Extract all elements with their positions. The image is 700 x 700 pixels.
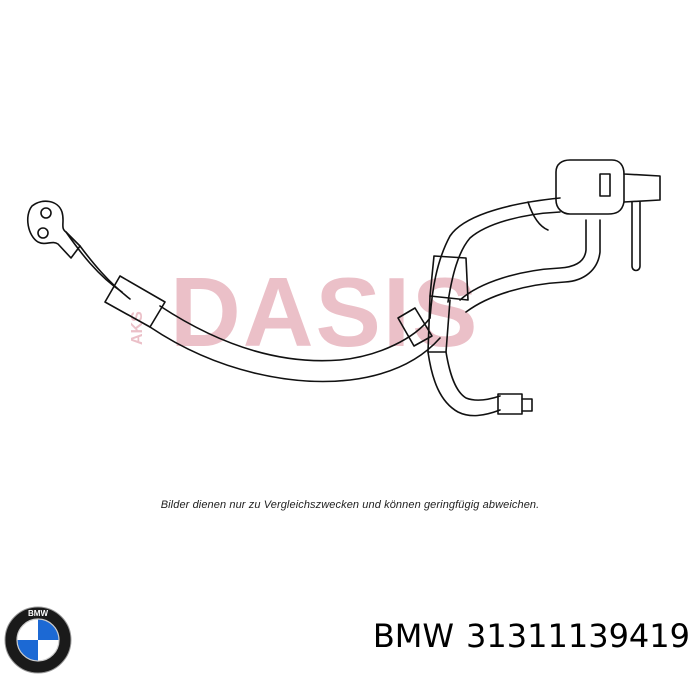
- pipe-fitting-icon: [427, 197, 561, 417]
- watermark-side-text: AKS: [129, 311, 146, 345]
- connector-block-icon: [555, 159, 661, 272]
- bmw-logo-letters: BMW: [28, 609, 48, 618]
- brand-name: BMW: [372, 617, 455, 655]
- ring-terminal-icon: [26, 200, 81, 259]
- hose-branch: [459, 201, 601, 313]
- part-number: 31311139419: [466, 617, 690, 655]
- bmw-logo-icon: BMW: [4, 606, 72, 674]
- watermark-text: DASIS: [170, 257, 480, 367]
- disclaimer-caption: Bilder dienen nur zu Vergleichszwecken u…: [160, 499, 540, 511]
- hose-icon: [65, 231, 441, 383]
- watermark: DASIS AKS: [129, 257, 480, 367]
- part-label: BMW 31311139419: [373, 617, 690, 655]
